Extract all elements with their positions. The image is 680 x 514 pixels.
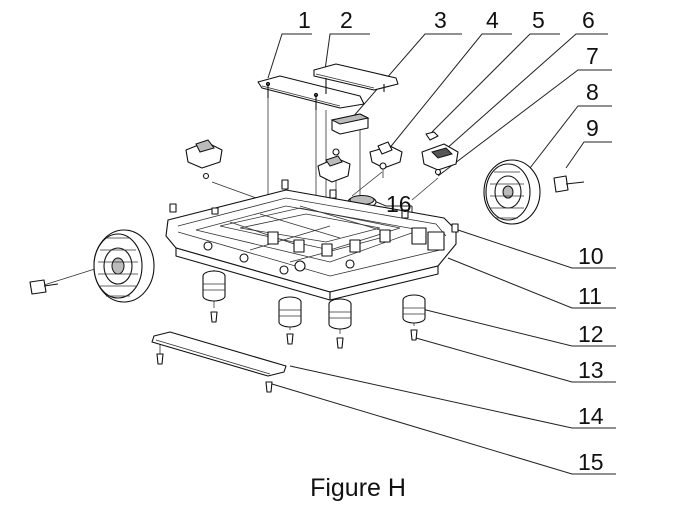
callout-14: 14 [578, 403, 604, 429]
leader-1 [267, 33, 312, 79]
callout-12: 12 [578, 321, 604, 347]
callout-3: 3 [434, 7, 447, 33]
callout-numbers: 1 2 3 4 5 6 7 8 9 10 11 12 13 14 15 16 [298, 7, 604, 475]
roller-foot-part [328, 298, 352, 330]
parts [29, 63, 585, 393]
callout-11: 11 [578, 283, 602, 309]
leader-16 [371, 199, 412, 207]
leader-5 [431, 33, 560, 133]
roller-foot-part [202, 270, 226, 302]
block-part [330, 113, 370, 135]
callout-5: 5 [532, 7, 545, 33]
left-axle-screw-part [29, 279, 59, 295]
motor-mount-middle-part [317, 148, 351, 183]
callout-13: 13 [578, 357, 604, 383]
leader-15 [271, 383, 616, 475]
leader-14 [289, 365, 616, 429]
callout-10: 10 [578, 243, 604, 269]
callout-6: 6 [582, 7, 595, 33]
leader-12 [417, 307, 616, 347]
right-axle-screw-part [553, 175, 585, 193]
nut-part [425, 131, 439, 141]
figure-caption: Figure H [310, 474, 406, 502]
leader-10 [457, 229, 616, 269]
screws-group [156, 311, 418, 393]
left-wheel-part [93, 229, 155, 303]
callout-9: 9 [586, 115, 599, 141]
callout-1: 1 [298, 7, 311, 33]
leader-9 [565, 141, 612, 169]
leader-2 [324, 33, 370, 71]
leader-7 [437, 69, 612, 177]
motor-mount-far-right-part [421, 143, 459, 176]
callout-16: 16 [386, 191, 412, 217]
upper-bracket-part [313, 63, 399, 94]
chassis-frame-part [165, 179, 459, 301]
leader-11 [447, 257, 616, 309]
roller-feet-group [202, 270, 426, 330]
callout-15: 15 [578, 449, 604, 475]
leader-4 [387, 33, 512, 151]
callout-8: 8 [586, 79, 599, 105]
leader-6 [444, 33, 608, 151]
motor-mount-left-part [185, 139, 223, 180]
callout-4: 4 [486, 7, 499, 33]
right-wheel-part [483, 159, 541, 225]
callout-7: 7 [586, 43, 599, 69]
roller-foot-part [402, 294, 426, 324]
plate-bar-part [257, 75, 365, 110]
leader-3 [351, 33, 462, 119]
callout-2: 2 [340, 7, 353, 33]
leader-8 [529, 105, 612, 169]
leader-13 [415, 337, 616, 383]
motor-mount-right-part [369, 141, 403, 178]
roller-foot-part [278, 296, 302, 328]
long-bar-part [151, 331, 287, 377]
